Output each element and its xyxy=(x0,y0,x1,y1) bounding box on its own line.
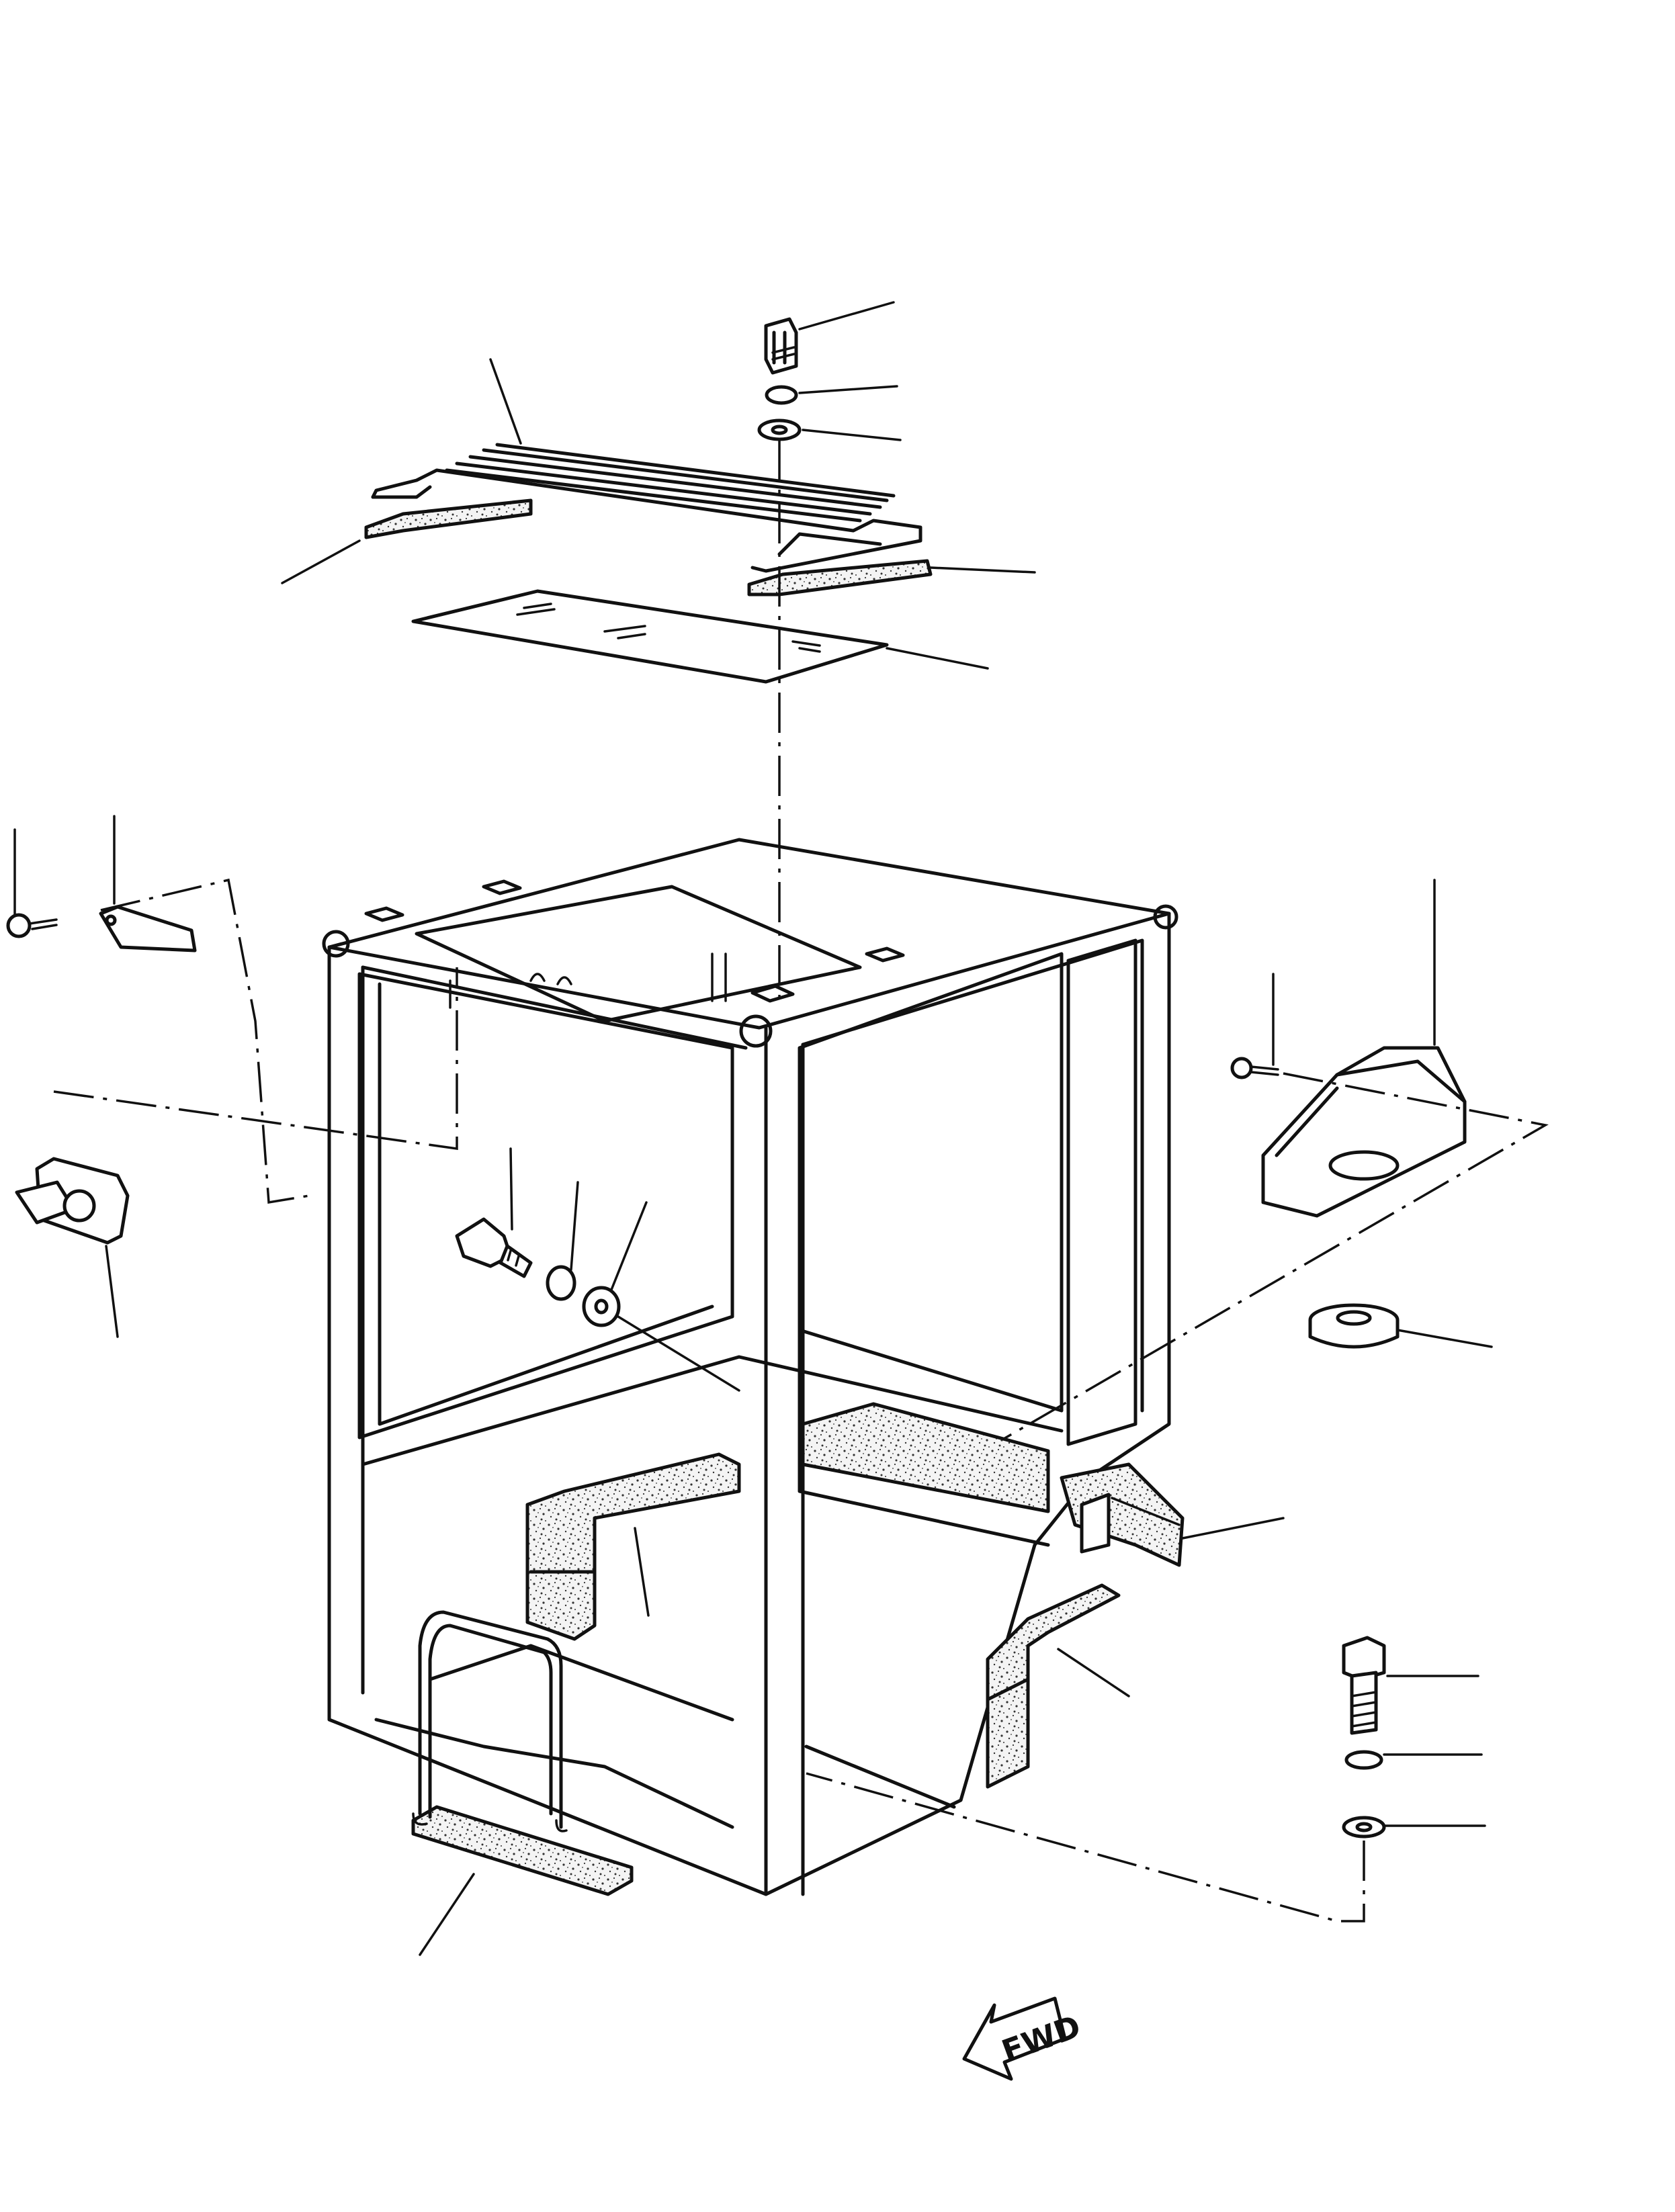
bottom-bolt xyxy=(1342,1636,1386,1735)
left-striker-plate xyxy=(15,967,458,1245)
center-bolt xyxy=(455,1217,533,1278)
top-flat-washer xyxy=(757,418,802,441)
bottom-bolt-axis xyxy=(806,1772,1365,1922)
bottom-flat-washer xyxy=(1342,1816,1386,1839)
right-inner-seal-edge xyxy=(986,1677,1030,1701)
top-lock-washer xyxy=(765,385,798,405)
right-grommet xyxy=(1308,1303,1400,1349)
roof-panel-markings xyxy=(516,603,821,653)
bottom-lock-washer xyxy=(1344,1750,1383,1770)
lower-right-bracket-edge xyxy=(1111,1497,1180,1526)
callout-leaders xyxy=(13,301,1493,1956)
rear-seal-strip xyxy=(801,1402,1050,1513)
center-lock-washer xyxy=(546,1265,576,1301)
center-flat-washer-hole xyxy=(594,1298,609,1315)
roof-rail-assembly xyxy=(371,443,922,573)
bottom-flat-washer-hole xyxy=(1355,1822,1373,1832)
step-handle-ends xyxy=(412,1812,568,1832)
roof-rail-pad-right xyxy=(747,559,933,596)
step-handle xyxy=(418,1610,563,1829)
floor-seal-strip xyxy=(411,1805,634,1896)
top-flat-washer-hole xyxy=(771,425,788,435)
roof-rail-pad-left xyxy=(364,498,533,539)
rear-corner-seal xyxy=(1060,1462,1185,1567)
right-inner-seal xyxy=(986,1583,1121,1789)
fwd-direction-arrow[interactable]: FWD xyxy=(962,1996,1085,2081)
right-duct-cover xyxy=(994,1046,1549,1446)
center-flat-washer xyxy=(582,1286,621,1327)
cab-frame xyxy=(322,838,1178,1896)
center-bolt-axis xyxy=(617,1315,740,1392)
roof-panel xyxy=(411,589,889,684)
lower-right-bracket xyxy=(1080,1493,1111,1554)
top-bolt xyxy=(764,317,798,375)
left-inner-seal xyxy=(525,1452,741,1641)
left-latch-assembly xyxy=(6,878,310,1204)
